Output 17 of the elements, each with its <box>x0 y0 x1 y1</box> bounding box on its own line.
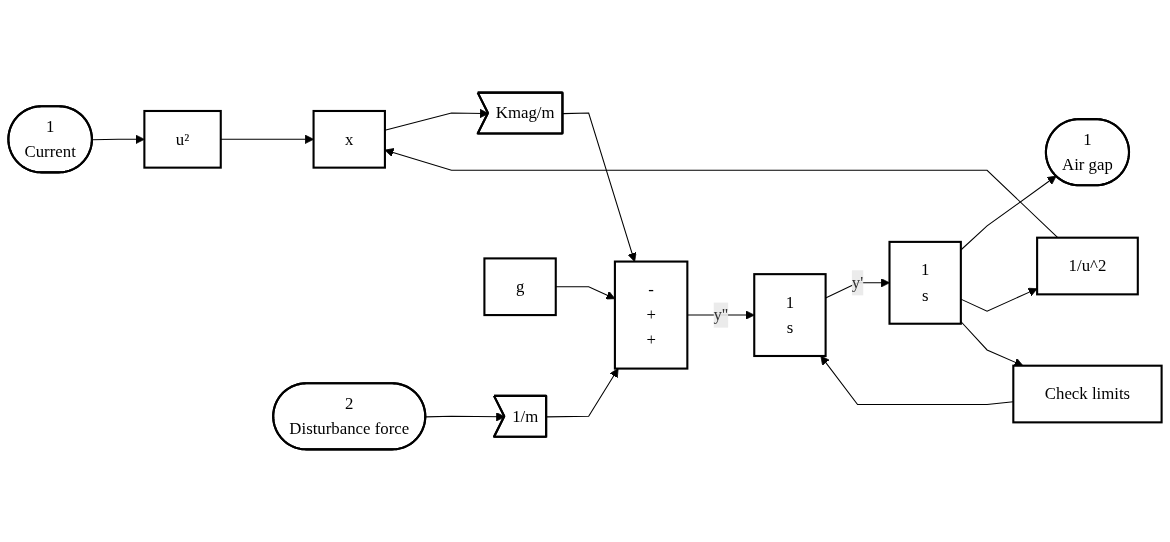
node-box: 1 s <box>888 240 962 325</box>
node-box: x <box>312 109 386 169</box>
arrow <box>562 112 637 262</box>
arrow <box>220 134 314 144</box>
arrow <box>960 175 1057 251</box>
arrow <box>960 287 1038 312</box>
edge-label: y'' <box>713 305 729 324</box>
node-box: 1 s <box>753 273 827 358</box>
node-box: g <box>483 257 557 317</box>
arrow <box>91 134 145 144</box>
edge-label: y' <box>851 273 864 292</box>
node-box: u² <box>143 109 222 169</box>
arrow <box>820 355 1014 406</box>
node-box: - + + <box>613 260 689 370</box>
arrow <box>546 368 619 418</box>
node-box: Check limits <box>1012 364 1163 424</box>
node-box: 1/u^2 <box>1036 236 1139 296</box>
